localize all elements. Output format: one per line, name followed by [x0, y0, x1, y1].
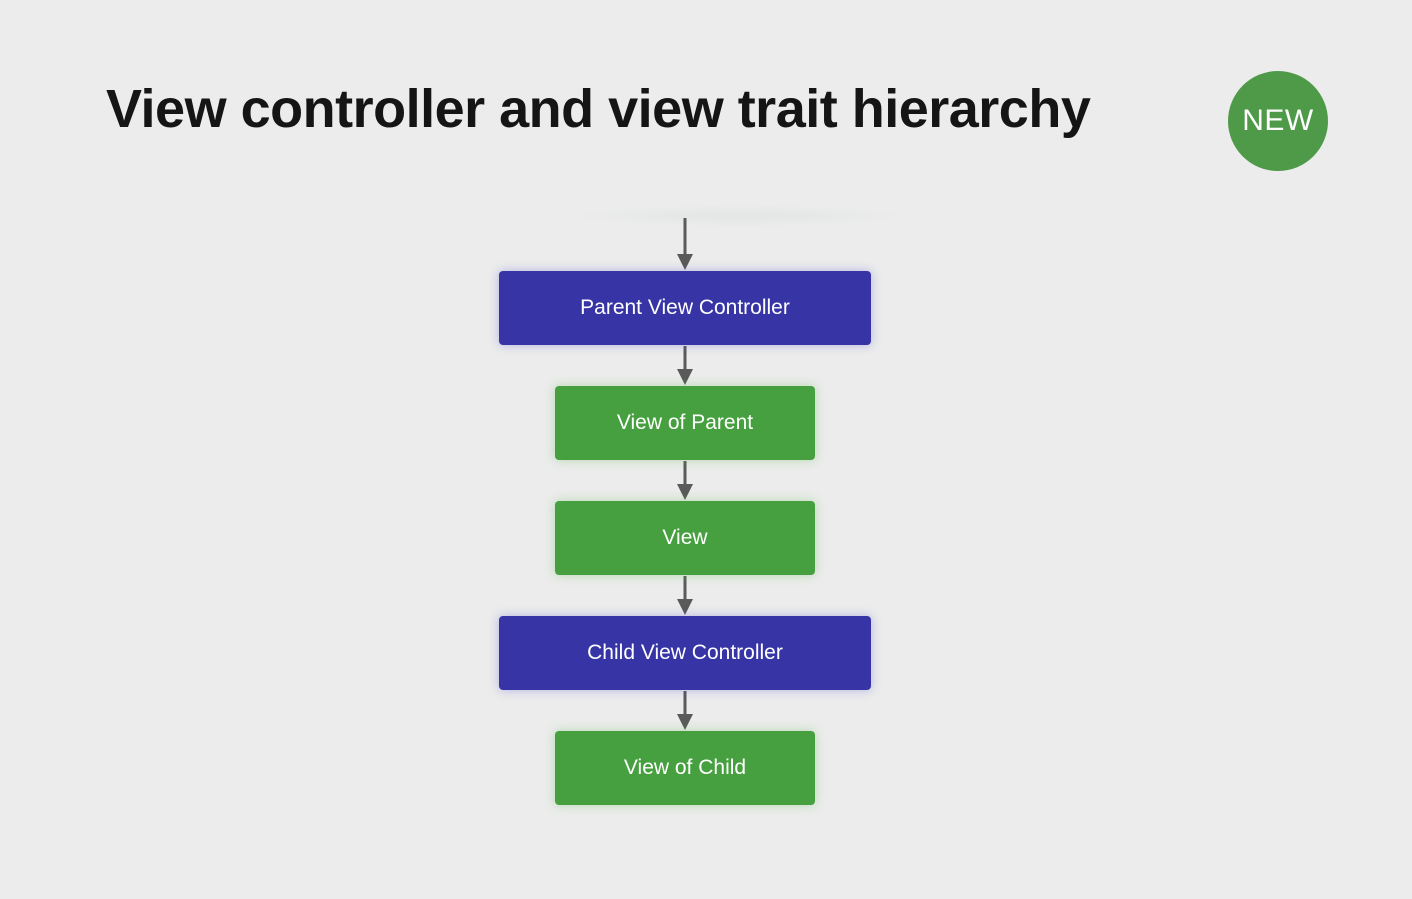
arrow-view-of-parent-to-view: [677, 461, 693, 500]
node-child-view-controller: Child View Controller: [499, 616, 871, 690]
node-view: View: [555, 501, 815, 575]
arrow-view-to-child-controller: [677, 576, 693, 615]
node-parent-view-controller: Parent View Controller: [499, 271, 871, 345]
arrow-incoming: [677, 218, 693, 270]
arrow-parent-controller-to-view-of-parent: [677, 346, 693, 385]
node-view-of-child: View of Child: [555, 731, 815, 805]
node-view-of-parent: View of Parent: [555, 386, 815, 460]
slide-title: View controller and view trait hierarchy: [106, 79, 1091, 139]
faded-incoming-region: [575, 205, 905, 227]
new-badge: NEW: [1228, 71, 1328, 171]
arrow-child-controller-to-view-of-child: [677, 691, 693, 730]
